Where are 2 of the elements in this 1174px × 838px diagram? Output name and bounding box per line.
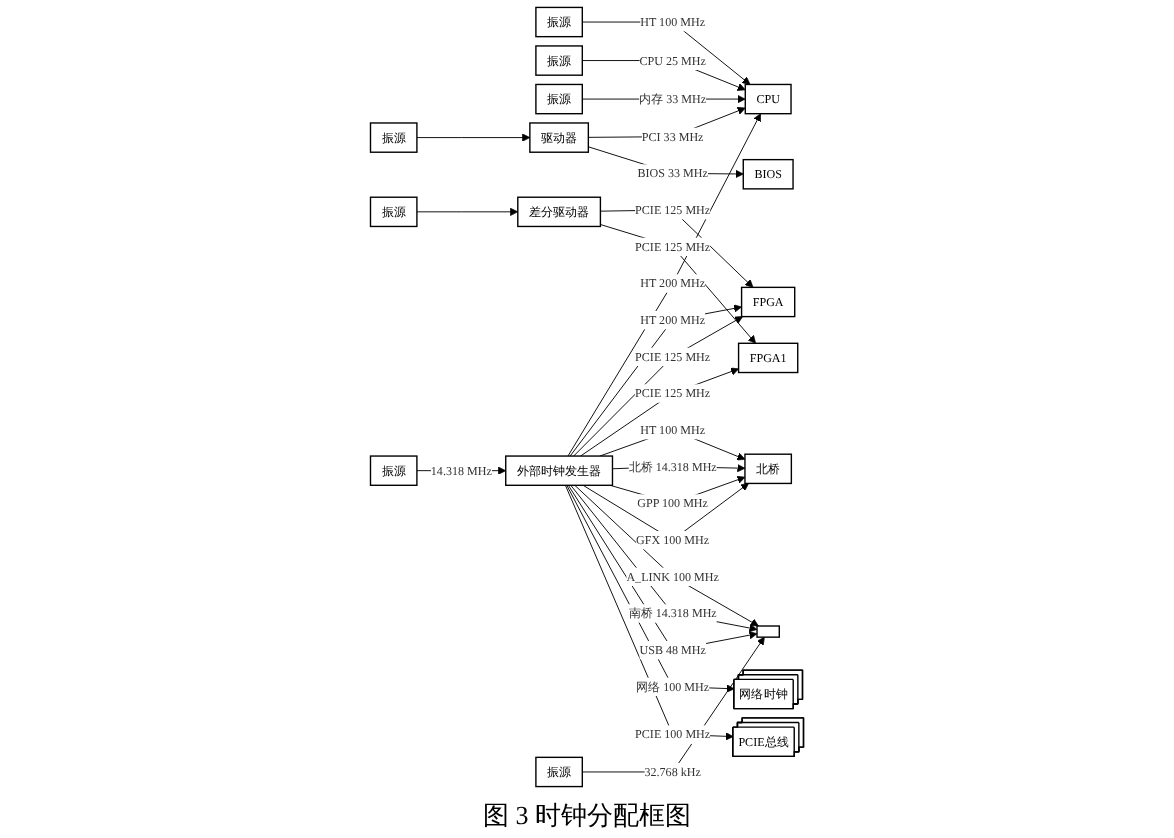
node-box xyxy=(756,625,780,638)
figure-caption: 图 3 时钟分配框图 xyxy=(483,798,691,834)
